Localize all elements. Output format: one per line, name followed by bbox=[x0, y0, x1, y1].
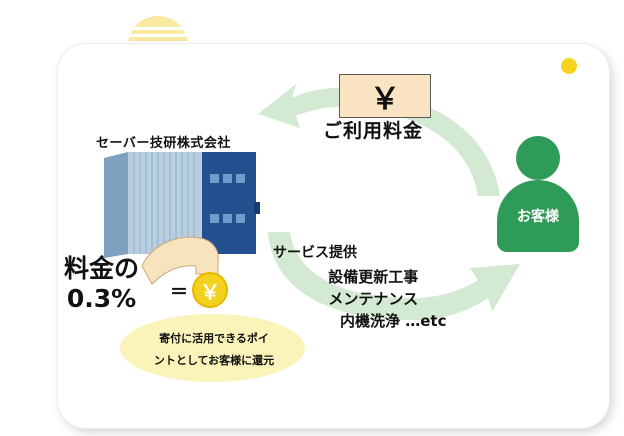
equals-sign: ＝ bbox=[170, 282, 188, 303]
customer-figure: お客様 bbox=[497, 180, 579, 252]
yen-box: ￥ bbox=[339, 74, 431, 118]
service-label: サービス提供 bbox=[273, 245, 357, 261]
yen-coin-icon: ￥ bbox=[192, 272, 228, 308]
donation-text: 寄付に活用できるポイ ントとしてお客様に還元 bbox=[134, 328, 294, 372]
customer-label: お客様 bbox=[517, 209, 559, 225]
rate-line1: 料金の bbox=[64, 254, 140, 283]
fee-label: ご利用料金 bbox=[323, 120, 424, 142]
yen-symbol: ￥ bbox=[370, 82, 400, 117]
service-item: 内機洗浄 …etc bbox=[340, 312, 447, 330]
donation-bubble bbox=[120, 314, 305, 382]
rate-block: 料金の 0.3% bbox=[64, 254, 139, 314]
service-arrow bbox=[268, 232, 520, 321]
service-item: 設備更新工事 bbox=[328, 268, 419, 286]
service-list: 設備更新工事 メンテナンス 内機洗浄 …etc bbox=[300, 266, 446, 332]
hand-icon bbox=[141, 236, 219, 285]
company-label: セーバー技研株式会社 bbox=[96, 136, 231, 151]
donation-line1: 寄付に活用できるポイ bbox=[159, 332, 269, 345]
coin-symbol: ￥ bbox=[200, 279, 220, 304]
donation-line2: ントとしてお客様に還元 bbox=[153, 354, 275, 367]
sun-decoration-icon bbox=[120, 16, 196, 46]
customer-head-icon bbox=[516, 136, 560, 180]
service-item: メンテナンス bbox=[328, 290, 419, 308]
accent-dot bbox=[561, 58, 577, 74]
rate-line2: 0.3% bbox=[66, 284, 137, 313]
